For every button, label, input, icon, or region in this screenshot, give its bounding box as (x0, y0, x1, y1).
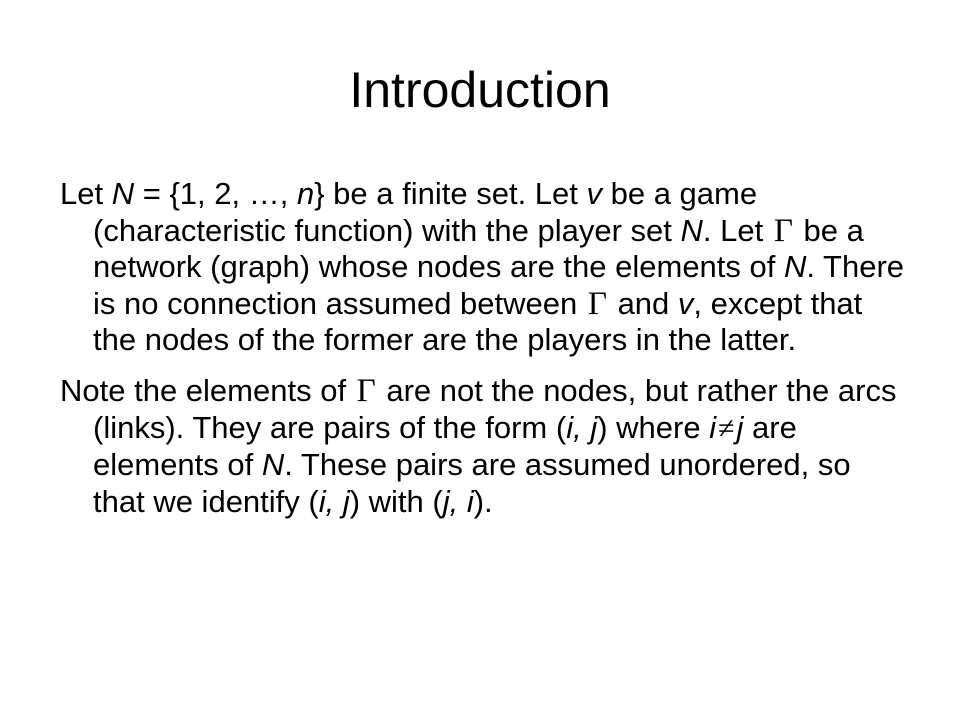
var-v: v (586, 176, 603, 211)
gamma-symbol: Γ (773, 212, 793, 249)
var-i-j: i, j (318, 483, 350, 519)
text-run: } be a finite set. Let (314, 176, 587, 211)
not-equal-symbol: ≠ (718, 411, 735, 445)
gamma-symbol: Γ (356, 372, 376, 409)
text-run: = {1, 2, …, (134, 176, 297, 211)
paragraph-arcs: Note the elements of Γ are not the nodes… (60, 373, 910, 520)
text-run: ). (473, 483, 493, 519)
slide-title: Introduction (349, 62, 611, 118)
var-N: N (784, 249, 807, 285)
slide-body: Let N = {1, 2, …, n} be a finite set. Le… (60, 176, 910, 534)
var-v: v (677, 285, 694, 321)
var-i: i (709, 409, 717, 445)
var-j: j (736, 409, 744, 445)
text-run: ) where (597, 409, 710, 445)
text-run: ) with ( (349, 483, 443, 519)
gamma-symbol: Γ (587, 285, 607, 322)
text-run: . There is no connection assumed between (93, 249, 905, 321)
text-run: . These pairs are assumed unordered, so … (93, 447, 851, 519)
text-run: Let (60, 176, 112, 211)
paragraph-definitions: Let N = {1, 2, …, n} be a finite set. Le… (60, 176, 910, 359)
text-run: . Let (702, 212, 772, 248)
text-run: be a network (graph) whose nodes are the… (93, 212, 864, 285)
var-N: N (261, 447, 285, 483)
text-run: are not the nodes, but rather the arcs (… (93, 372, 897, 445)
text-run: are elements of (93, 409, 797, 483)
text-run: , except that the nodes of the former ar… (93, 285, 863, 358)
var-i-j: i, j (566, 409, 598, 445)
text-run: and (608, 285, 678, 321)
text-run: be a game (characteristic function) with… (93, 176, 758, 248)
var-N: N (111, 176, 135, 211)
var-N: N (680, 212, 703, 248)
var-j-i: j, i (442, 483, 474, 519)
var-n: n (296, 176, 315, 211)
text-run: Note the elements of (60, 372, 355, 408)
